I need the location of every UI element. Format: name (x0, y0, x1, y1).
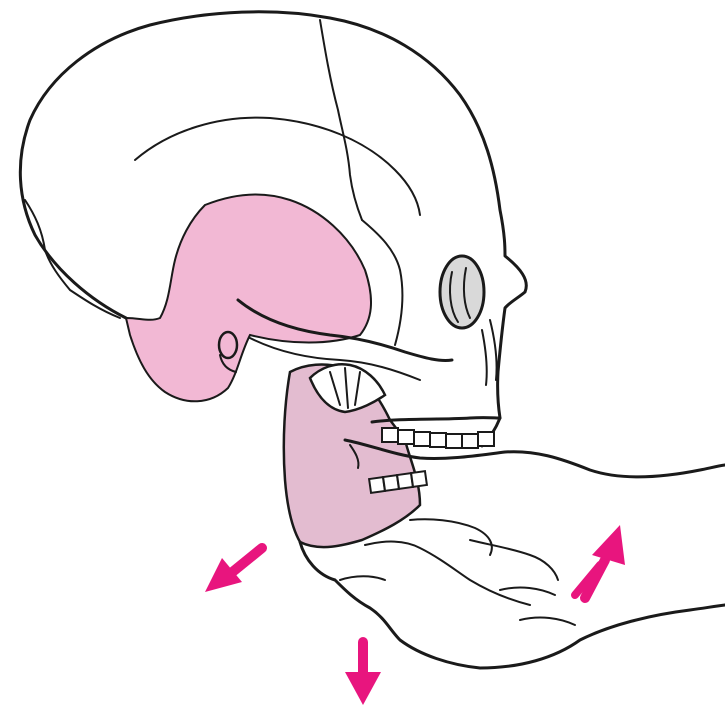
hand-knuckle-2 (470, 540, 558, 580)
arrow-down-forward (205, 548, 262, 592)
arrow-upward (575, 525, 625, 598)
eye-orbit (440, 256, 484, 328)
finger-outline (365, 542, 530, 605)
nasal-aperture (482, 320, 497, 385)
hand-crease-3 (520, 618, 575, 625)
lambdoid-suture (25, 200, 120, 318)
coronal-suture (320, 20, 362, 220)
hand-crease-1 (340, 576, 385, 580)
arrow-downward (345, 642, 381, 705)
upper-teeth (382, 428, 494, 448)
hand-crease-2 (500, 588, 555, 595)
maxilla (372, 418, 500, 422)
